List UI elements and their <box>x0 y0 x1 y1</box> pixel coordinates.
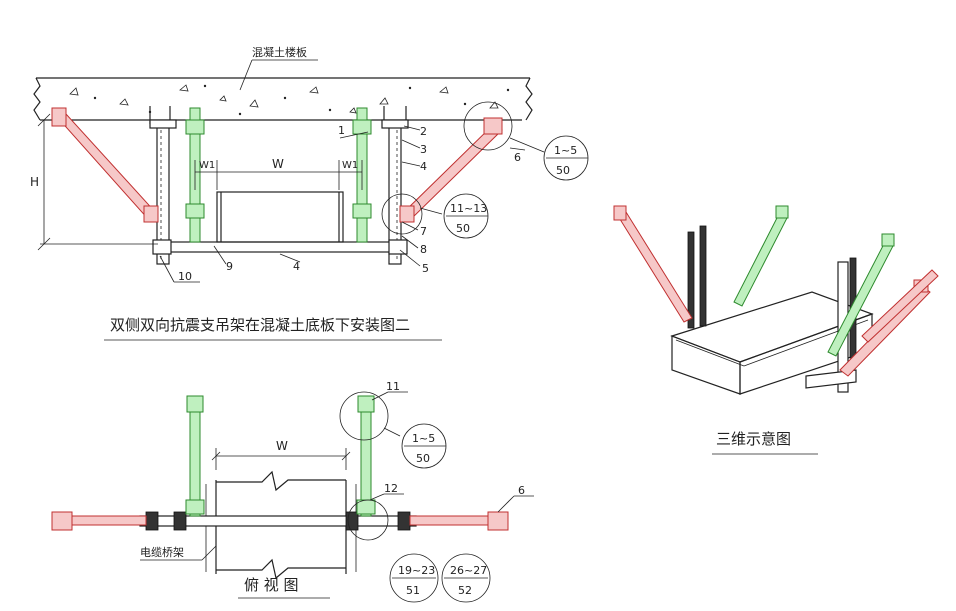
dimension-w: W1 W W1 <box>194 157 363 190</box>
plan-longitudinal-braces <box>185 395 376 517</box>
plan-view-title: 俯 视 图 <box>244 576 299 594</box>
slab-label: 混凝土楼板 <box>252 45 307 59</box>
plan-dimension-w: W <box>211 439 351 470</box>
plan-callouts: 11 12 6 电缆桥架 <box>140 380 534 561</box>
callout-5: 5 <box>422 262 429 275</box>
iso-channels <box>687 225 857 393</box>
plan-cross-channel <box>139 511 417 531</box>
callout-2: 2 <box>420 125 427 138</box>
iso-view-title: 三维示意图 <box>716 430 791 448</box>
plan-view: W 11 <box>51 380 534 603</box>
callout-9: 9 <box>226 260 233 273</box>
cable-tray <box>216 191 344 243</box>
iso-longitudinal-braces <box>733 205 895 357</box>
concrete-slab: 混凝土楼板 <box>33 45 533 121</box>
plan-detail-a-bottom: 50 <box>416 452 430 465</box>
detail-a-bottom: 50 <box>556 164 570 177</box>
callout-7: 7 <box>420 225 427 238</box>
dim-w1-right: W1 <box>342 160 358 171</box>
plan-detail-c-bottom: 52 <box>458 584 472 597</box>
detail-b-top: 11~13 <box>450 202 487 215</box>
plan-detail-a-top: 1~5 <box>412 432 435 445</box>
plan-detail-b-bottom: 51 <box>406 584 420 597</box>
front-view-title: 双侧双向抗震支吊架在混凝土底板下安装图二 <box>110 316 410 334</box>
callout-8: 8 <box>420 243 427 256</box>
front-callouts: 1 2 3 4 4 5 6 7 8 9 10 <box>159 124 526 283</box>
iso-lateral-braces <box>613 205 939 377</box>
plan-dim-w: W <box>276 439 288 453</box>
detail-b-bottom: 50 <box>456 222 470 235</box>
plan-callout-12: 12 <box>384 482 398 495</box>
callout-6: 6 <box>514 151 521 164</box>
iso-view: 三维示意图 <box>613 205 939 455</box>
callout-4b: 4 <box>293 260 300 273</box>
callout-3: 3 <box>420 143 427 156</box>
dimension-h: H <box>30 113 158 251</box>
plan-callout-6: 6 <box>518 484 525 497</box>
detail-circles-front: 1~5 50 11~13 50 <box>381 101 589 239</box>
detail-circles-plan: 1~5 50 19~23 51 26~27 52 <box>339 391 491 603</box>
callout-1: 1 <box>338 124 345 137</box>
callout-10: 10 <box>178 270 192 283</box>
dim-h-label: H <box>30 175 39 189</box>
left-hanger-channel <box>149 119 177 265</box>
plan-detail-b-top: 19~23 <box>398 564 435 577</box>
plan-cable-tray <box>205 470 357 580</box>
plan-callout-11: 11 <box>386 380 400 393</box>
detail-a-top: 1~5 <box>554 144 577 157</box>
callout-4a: 4 <box>420 160 427 173</box>
dim-w1-left: W1 <box>199 160 215 171</box>
plan-lateral-braces <box>51 511 509 531</box>
front-view: 混凝土楼板 <box>30 45 589 341</box>
cable-tray-label: 电缆桥架 <box>140 546 184 559</box>
lateral-braces-front <box>51 107 503 223</box>
plan-detail-c-top: 26~27 <box>450 564 487 577</box>
dim-w-label: W <box>272 157 284 171</box>
